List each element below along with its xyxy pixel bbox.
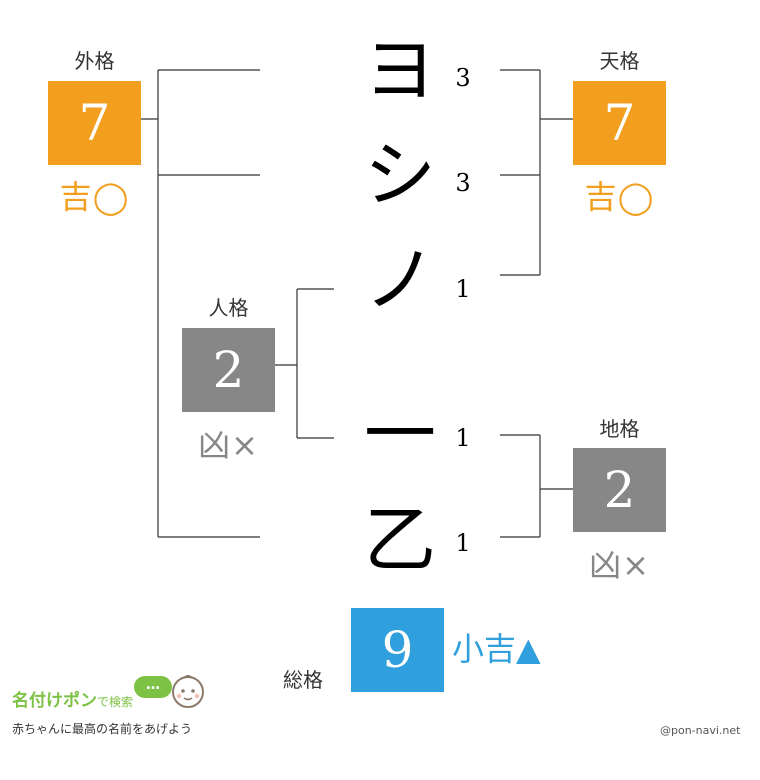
gaikaku-luck: 吉◯ bbox=[59, 178, 130, 216]
speech-bubble-icon: … bbox=[134, 676, 172, 698]
jinkaku-label: 人格 bbox=[208, 296, 249, 320]
tenkaku-value-box: 7 bbox=[573, 81, 666, 165]
name-char-4: 一 bbox=[363, 392, 436, 476]
name-char-1: ヨ bbox=[363, 28, 436, 112]
name-char-2: シ bbox=[363, 133, 436, 217]
stroke-count-1: 3 bbox=[455, 64, 471, 92]
chikaku-label: 地格 bbox=[599, 417, 640, 441]
bubble-dots: … bbox=[146, 677, 160, 693]
soukaku-label: 総格 bbox=[283, 668, 323, 692]
soukaku-value-box: 9 bbox=[351, 608, 444, 692]
credit-text: @pon-navi.net bbox=[660, 724, 741, 737]
stroke-count-2: 3 bbox=[455, 169, 471, 197]
chikaku-luck: 凶× bbox=[589, 546, 650, 584]
stroke-count-4: 1 bbox=[455, 424, 471, 452]
logo-suffix: で検索 bbox=[97, 695, 134, 709]
jinkaku-value-box: 2 bbox=[182, 328, 275, 412]
gaikaku-label: 外格 bbox=[74, 49, 115, 73]
chikaku-value-box: 2 bbox=[573, 448, 666, 532]
tenkaku-luck: 吉◯ bbox=[584, 178, 655, 216]
site-logo[interactable]: 名付けポンで検索 bbox=[12, 686, 133, 711]
name-char-3: ノ bbox=[363, 238, 436, 322]
soukaku-luck: 小吉▲ bbox=[452, 630, 541, 668]
logo-title: 名付けポン bbox=[12, 691, 97, 711]
tagline: 赤ちゃんに最高の名前をあげよう bbox=[12, 722, 193, 736]
baby-face-icon bbox=[172, 675, 204, 708]
jinkaku-luck: 凶× bbox=[198, 426, 259, 464]
name-char-5: 乙 bbox=[363, 498, 436, 582]
tenkaku-label: 天格 bbox=[599, 49, 640, 73]
stroke-count-5: 1 bbox=[455, 529, 471, 557]
gaikaku-value-box: 7 bbox=[48, 81, 141, 165]
stroke-count-3: 1 bbox=[455, 275, 471, 303]
